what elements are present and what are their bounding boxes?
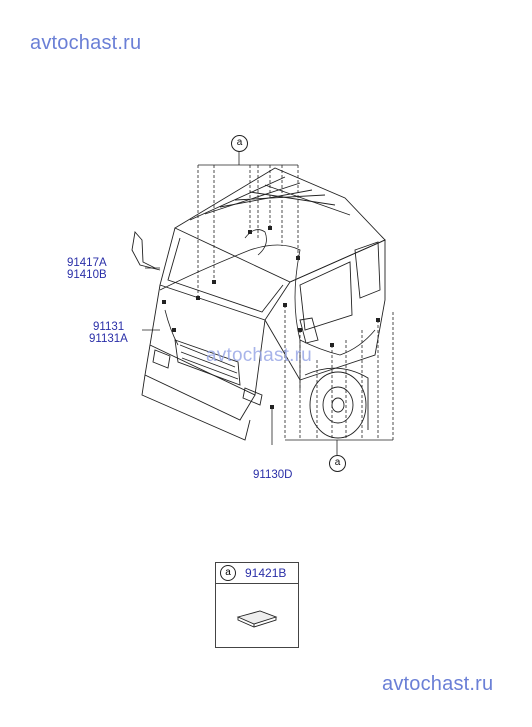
cab-front	[149, 284, 266, 396]
callout-a-top: a	[231, 135, 248, 152]
bumper	[141, 374, 251, 441]
legend-callout-a: a	[220, 565, 236, 581]
headlight-right	[242, 387, 263, 406]
headlight-left	[152, 349, 171, 369]
side-window	[354, 241, 381, 299]
grille	[174, 339, 241, 386]
legend-header: a 91421B	[216, 563, 298, 584]
part-label-91410B: 91410B	[67, 269, 107, 281]
windshield	[159, 227, 291, 321]
pad-icon	[236, 610, 278, 628]
part-label-91130D: 91130D	[253, 469, 293, 481]
cab-side	[264, 239, 386, 381]
part-label-91131: 91131	[93, 321, 125, 333]
part-label-91417A: 91417A	[67, 257, 107, 269]
watermark-middle: avtochast.ru	[206, 345, 312, 366]
cab-roof	[174, 167, 386, 283]
side-mirror	[131, 230, 161, 271]
callout-a-bottom: a	[329, 455, 346, 472]
watermark-top: avtochast.ru	[30, 32, 142, 54]
front-wheel	[309, 371, 367, 439]
watermark-bottom: avtochast.ru	[382, 673, 494, 695]
harness-main	[159, 244, 301, 390]
legend-part-label: 91421B	[245, 566, 287, 580]
door-window	[299, 261, 353, 331]
part-label-91131A: 91131A	[89, 333, 128, 345]
legend-box: a 91421B	[215, 562, 299, 648]
